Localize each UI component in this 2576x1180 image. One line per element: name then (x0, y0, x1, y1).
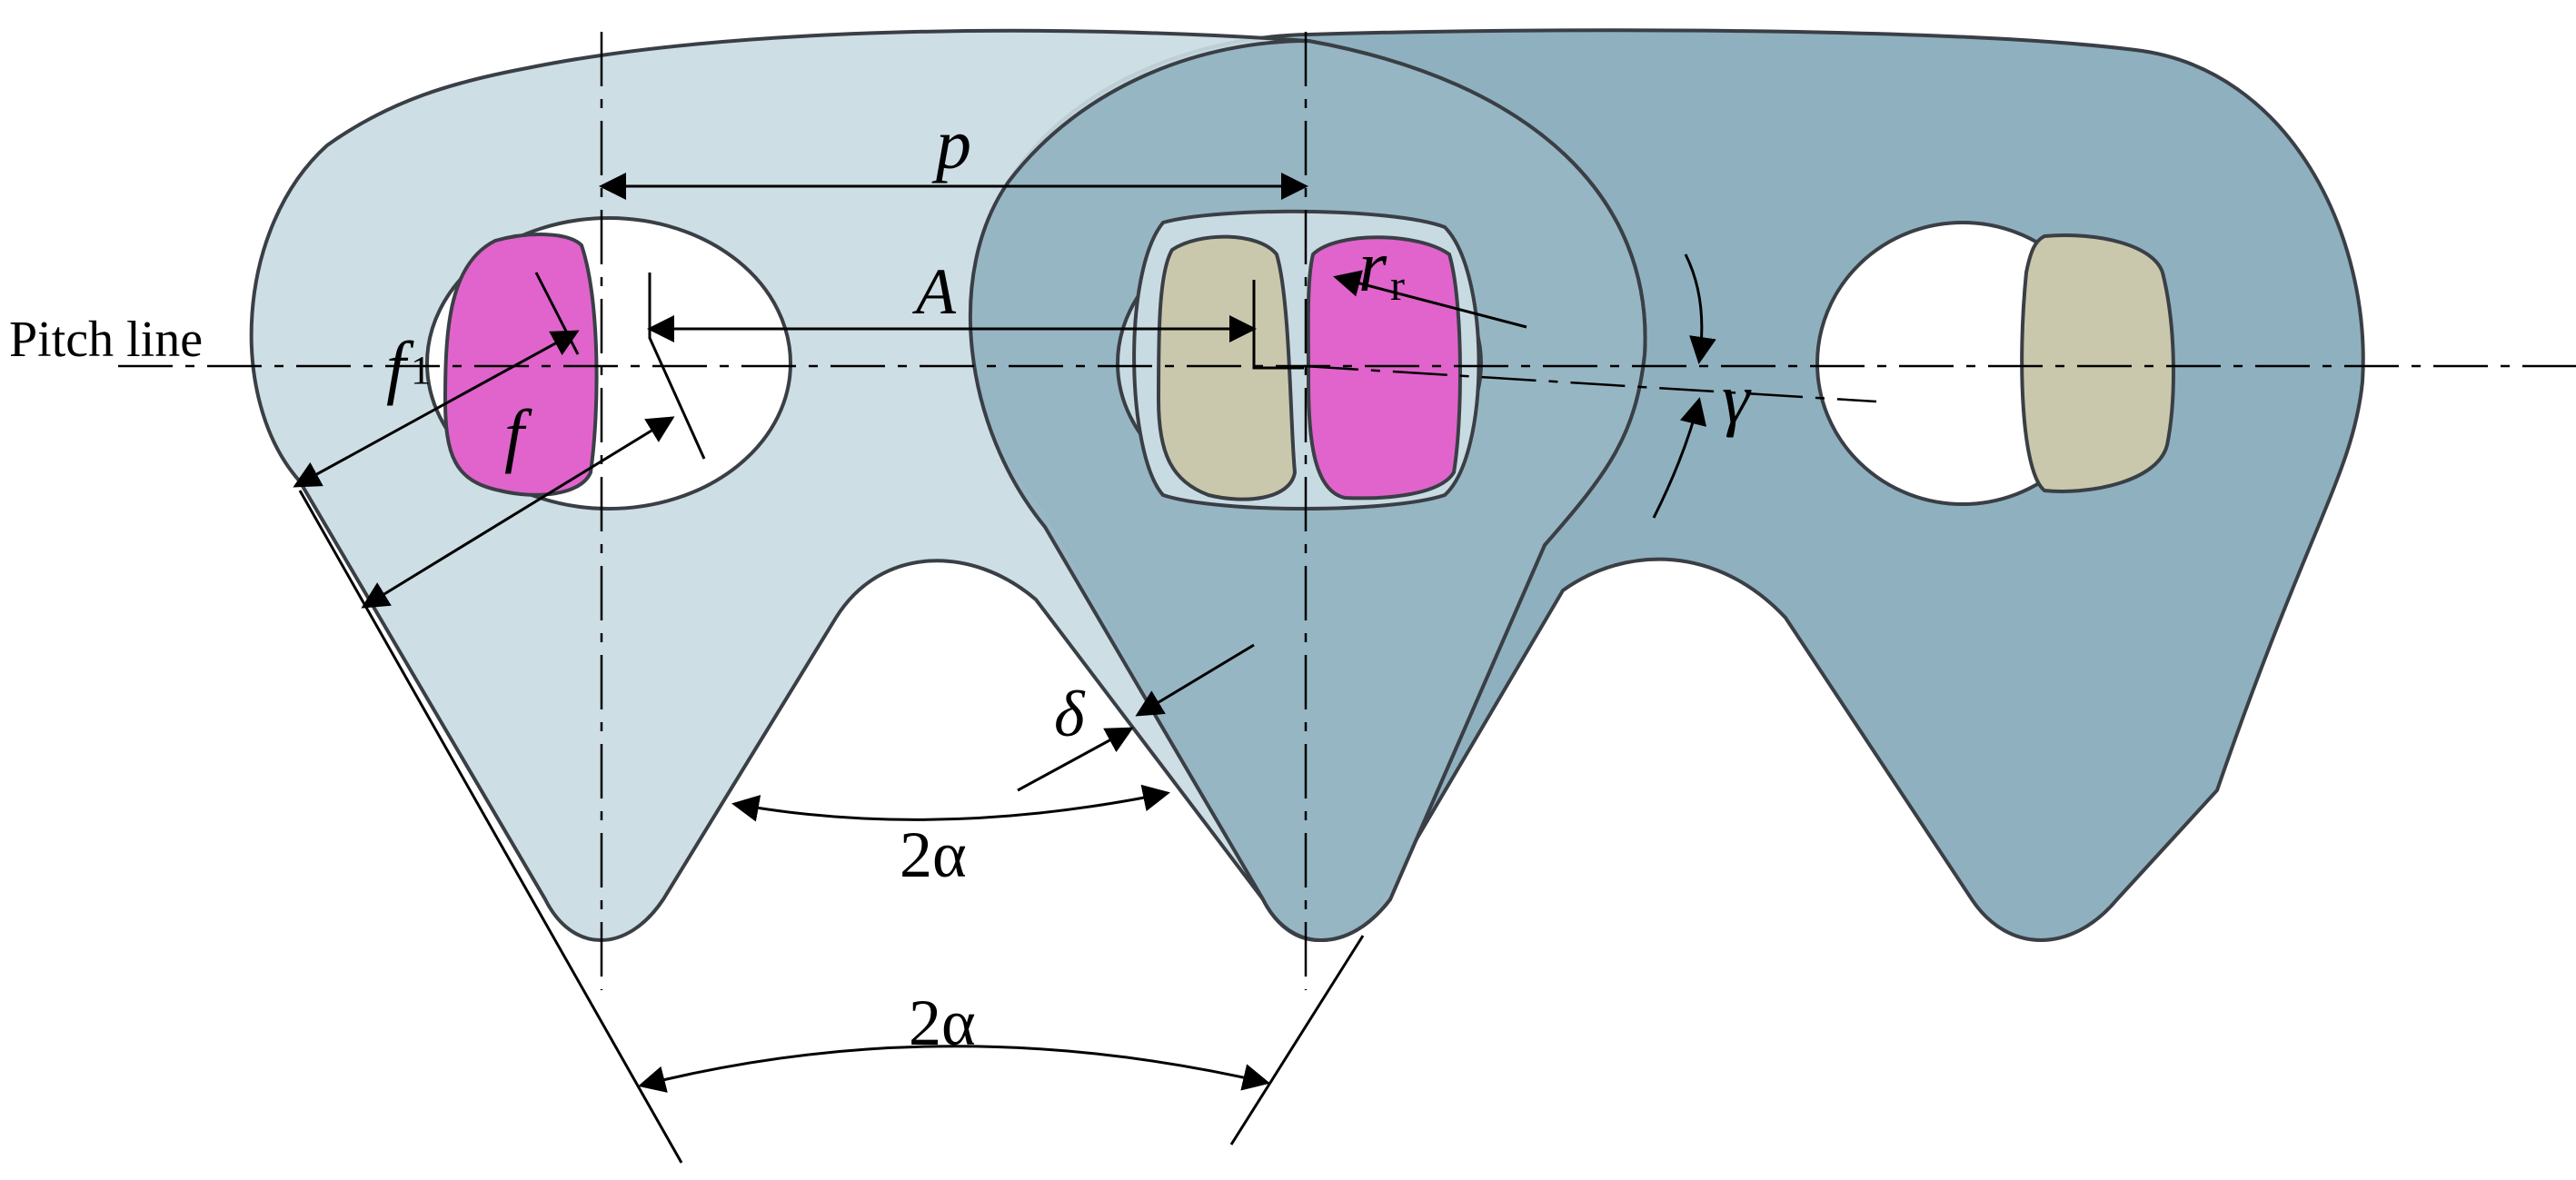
inner-2alpha-arc (731, 784, 1170, 822)
rr-label: r (1358, 227, 1387, 307)
p-label: p (931, 104, 971, 183)
left-flank-line (298, 490, 683, 1164)
delta-label: δ (1054, 678, 1086, 750)
rr-subscript: r (1390, 262, 1405, 310)
f1-extension (534, 272, 580, 355)
rear-right-pin (2020, 233, 2175, 493)
front-link-plate (249, 28, 1647, 942)
delta-leader-upper (1135, 643, 1255, 717)
f-dimension-line (361, 416, 675, 609)
f1-dimension-line (293, 330, 580, 488)
a-label: A (912, 255, 957, 328)
center-olive-pin (1156, 234, 1298, 501)
delta-leader-lower (1017, 727, 1134, 792)
gamma-arc-lower (1652, 397, 1706, 519)
dimensions (293, 173, 1716, 1164)
inclined-centerline (1303, 364, 1877, 403)
rr-leader (1333, 270, 1527, 329)
a-left-extension (648, 273, 706, 460)
f1-subscript: 1 (411, 348, 431, 392)
outer-2alpha-label: 2α (909, 987, 976, 1059)
gamma-arc-upper (1684, 253, 1716, 364)
right-flank-line (1229, 935, 1365, 1145)
center-magenta-pin (1306, 235, 1462, 501)
gamma-label: γ (1722, 359, 1752, 438)
pitch-line-label: Pitch line (9, 312, 203, 368)
inner-2alpha-label: 2α (900, 818, 967, 891)
a-right-extension (1252, 280, 1304, 370)
outer-2alpha-arc (638, 1045, 1270, 1093)
